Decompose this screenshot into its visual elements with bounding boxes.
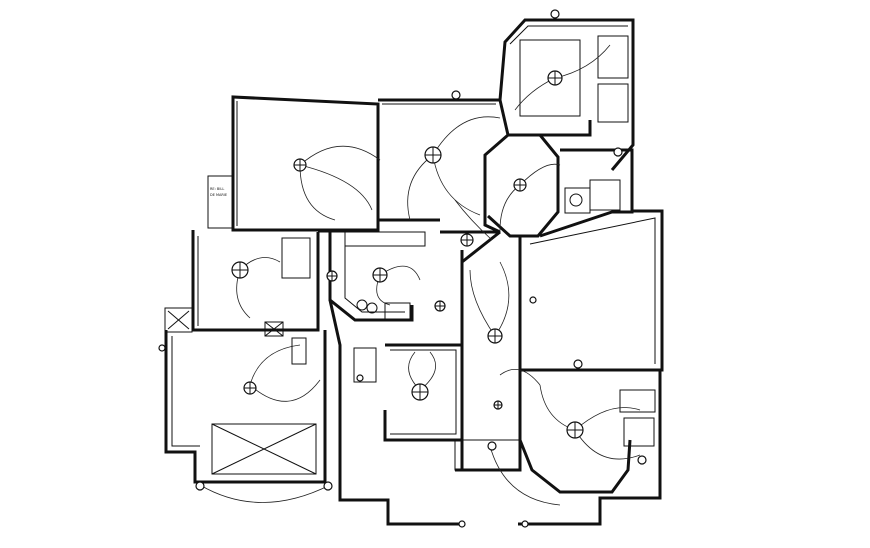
ceiling-light-icon [411, 383, 429, 401]
wall-light-icon [195, 481, 205, 491]
wall-fixtures [158, 9, 647, 528]
ceiling-light-icon [547, 70, 563, 86]
wall-light-icon [158, 344, 166, 352]
wall-light-icon [529, 296, 537, 304]
ceiling-light-icon [231, 261, 249, 279]
wall-light-icon [458, 520, 466, 528]
ceiling-light-icon [434, 300, 446, 312]
wall-light-icon [487, 441, 497, 451]
light-fixtures [231, 70, 584, 439]
wall-light-icon [613, 147, 623, 157]
ceiling-light-icon [243, 381, 257, 395]
drawing-notes: RE: BILL DE MARIE [210, 187, 227, 197]
wall-light-icon [451, 90, 461, 100]
wall-light-icon [356, 374, 364, 382]
ceiling-light-icon [566, 421, 584, 439]
note-text: RE: BILL [210, 187, 224, 191]
circuit-wiring [199, 44, 641, 506]
wall-light-icon [521, 520, 529, 528]
wall-light-icon [573, 359, 583, 369]
exterior-walls [164, 18, 664, 526]
wall-light-icon [637, 455, 647, 465]
ceiling-light-icon [487, 328, 503, 344]
note-text: DE MARIE [210, 193, 227, 197]
appliances [264, 193, 583, 383]
ceiling-light-icon [460, 233, 474, 247]
ceiling-light-icon [424, 146, 442, 164]
ceiling-light-icon [493, 400, 503, 410]
ceiling-light-icon [326, 270, 338, 282]
wall-light-icon [323, 481, 333, 491]
wall-light-icon [550, 9, 560, 19]
ceiling-light-icon [293, 158, 307, 172]
ceiling-light-icon [513, 178, 527, 192]
ceiling-light-icon [372, 267, 388, 283]
